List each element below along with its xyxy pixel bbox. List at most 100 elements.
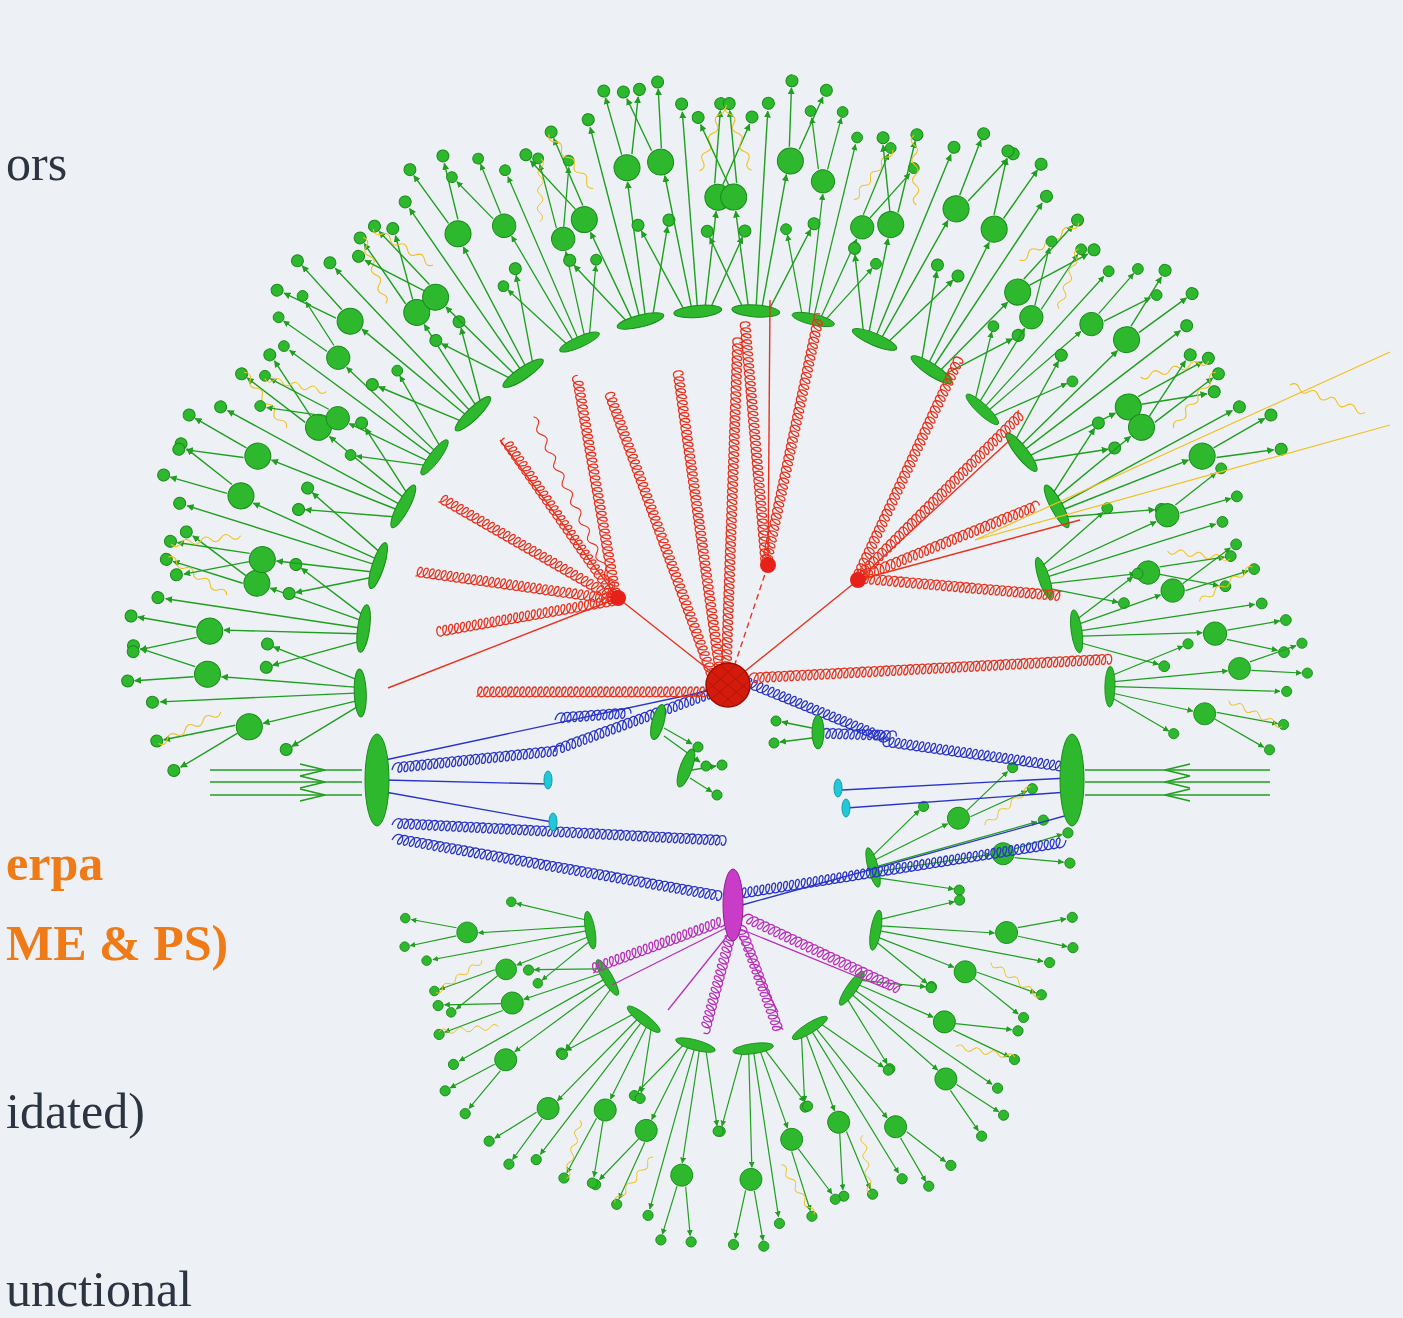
illustration-path — [1085, 769, 1270, 771]
illustration-circle — [701, 761, 711, 771]
illustration-circle — [769, 738, 779, 748]
secondary-interaction — [383, 869, 1075, 1284]
illustration-ellipse — [674, 747, 699, 789]
illustration-g — [544, 771, 850, 831]
illustration-path — [975, 425, 1390, 540]
illustration-path — [708, 665, 736, 690]
illustration-g — [975, 352, 1390, 540]
illustration-path — [385, 792, 552, 822]
hadron-cluster — [1103, 635, 1385, 778]
illustration-use — [855, 437, 1196, 583]
illustration-use — [820, 728, 1184, 750]
hadron-cluster — [36, 632, 370, 806]
illustration-use — [346, 687, 710, 697]
illustration-path — [1165, 776, 1190, 788]
illustration-g — [648, 703, 824, 800]
illustration-g — [385, 690, 1068, 905]
hadron-cluster — [541, 1018, 746, 1318]
illustration-path — [300, 776, 325, 788]
illustration-path — [385, 780, 548, 784]
illustration-path — [210, 794, 362, 796]
illustration-path — [1165, 789, 1190, 801]
illustration-ellipse — [812, 715, 824, 749]
illustration-circle — [706, 663, 750, 707]
slide-text-fragment: ME & PS) — [6, 918, 228, 968]
illustration-path — [720, 682, 748, 706]
hadron-cluster — [818, 915, 1126, 1188]
illustration-ellipse — [648, 703, 669, 741]
illustration-use — [706, 837, 1067, 904]
hadron-cluster — [90, 265, 456, 562]
illustration-path — [842, 778, 1068, 790]
hadron-cluster — [148, 239, 472, 534]
illustration-use — [735, 923, 869, 1269]
hadron-cluster — [701, 1032, 876, 1318]
illustration-use — [584, 335, 718, 681]
illustration-use — [548, 239, 621, 599]
illustration-circle — [712, 790, 722, 800]
illustration-path — [300, 789, 325, 801]
illustration-path — [712, 672, 744, 698]
illustration-path — [780, 738, 812, 742]
illustration-use — [256, 544, 618, 604]
illustration-path — [500, 440, 618, 598]
illustration-path — [1165, 764, 1190, 776]
illustration-ellipse — [1060, 734, 1084, 826]
illustration-path — [708, 682, 736, 706]
illustration-path — [846, 792, 1068, 808]
initial-state-partons — [365, 599, 1184, 906]
illustration-ellipse — [365, 734, 389, 826]
illustration-use — [665, 311, 725, 673]
hadron-cluster — [464, 0, 701, 351]
hadron-cluster — [779, 3, 1057, 369]
hadron-cluster — [609, 0, 799, 323]
illustration-path — [210, 769, 362, 771]
illustration-g — [365, 734, 1084, 826]
hadron-cluster — [1004, 265, 1370, 562]
slide-text-fragment: unctional — [6, 1264, 192, 1314]
illustration-g — [708, 665, 748, 706]
illustration-g — [388, 300, 1080, 688]
illustration-use — [1289, 382, 1403, 456]
illustration-path — [1085, 781, 1270, 783]
illustration-ellipse — [834, 779, 842, 797]
illustration-circle — [693, 742, 703, 752]
illustration-path — [742, 815, 1068, 905]
slide-text-fragment: idated) — [6, 1086, 145, 1136]
illustration-path — [712, 672, 744, 698]
illustration-ellipse — [549, 813, 557, 831]
illustration-path — [975, 352, 1390, 540]
hadron-cluster — [328, 881, 609, 1054]
hadron-cluster — [912, 135, 1220, 451]
illustration-circle — [760, 557, 776, 573]
illustration-circle — [717, 760, 727, 770]
illustration-use — [383, 915, 729, 1049]
hadron-cluster — [1022, 436, 1348, 666]
illustration-circle — [850, 572, 866, 588]
illustration-g — [664, 722, 812, 792]
illustration-ellipse — [544, 771, 552, 789]
illustration-use — [730, 202, 771, 566]
central-clusters — [648, 703, 824, 800]
illustration-path — [728, 580, 858, 685]
illustration-path — [738, 928, 890, 990]
hadron-cluster — [434, 983, 715, 1288]
illustration-use — [391, 725, 754, 773]
hadron-cluster — [979, 206, 1338, 536]
illustration-path — [300, 764, 325, 776]
hadron-cluster — [40, 408, 403, 664]
illustration-use — [721, 308, 743, 672]
illustration-path — [782, 722, 812, 728]
hadron-cluster — [259, 72, 577, 435]
hadron-cluster — [856, 878, 1155, 1062]
parton-shower — [256, 202, 1403, 707]
illustration-ellipse — [842, 799, 850, 817]
slide-text-fragment: erpa — [6, 838, 103, 888]
hadron-cluster — [877, 66, 1192, 430]
illustration-use — [391, 833, 751, 906]
hadron-cluster — [734, 996, 999, 1306]
illustration-path — [720, 665, 748, 690]
